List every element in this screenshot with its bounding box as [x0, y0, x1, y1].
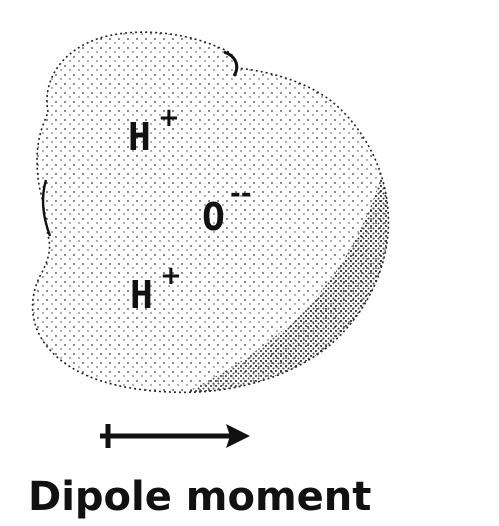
diagram-caption: Dipole moment	[28, 474, 371, 520]
atom-symbol: H	[130, 273, 153, 317]
dipole-arrow	[100, 424, 250, 448]
atom-symbol: O	[202, 195, 225, 239]
atom-charge: --	[230, 179, 252, 209]
atom-symbol: H	[128, 115, 151, 159]
atom-charge: +	[158, 103, 180, 133]
atom-charge: +	[160, 261, 182, 291]
